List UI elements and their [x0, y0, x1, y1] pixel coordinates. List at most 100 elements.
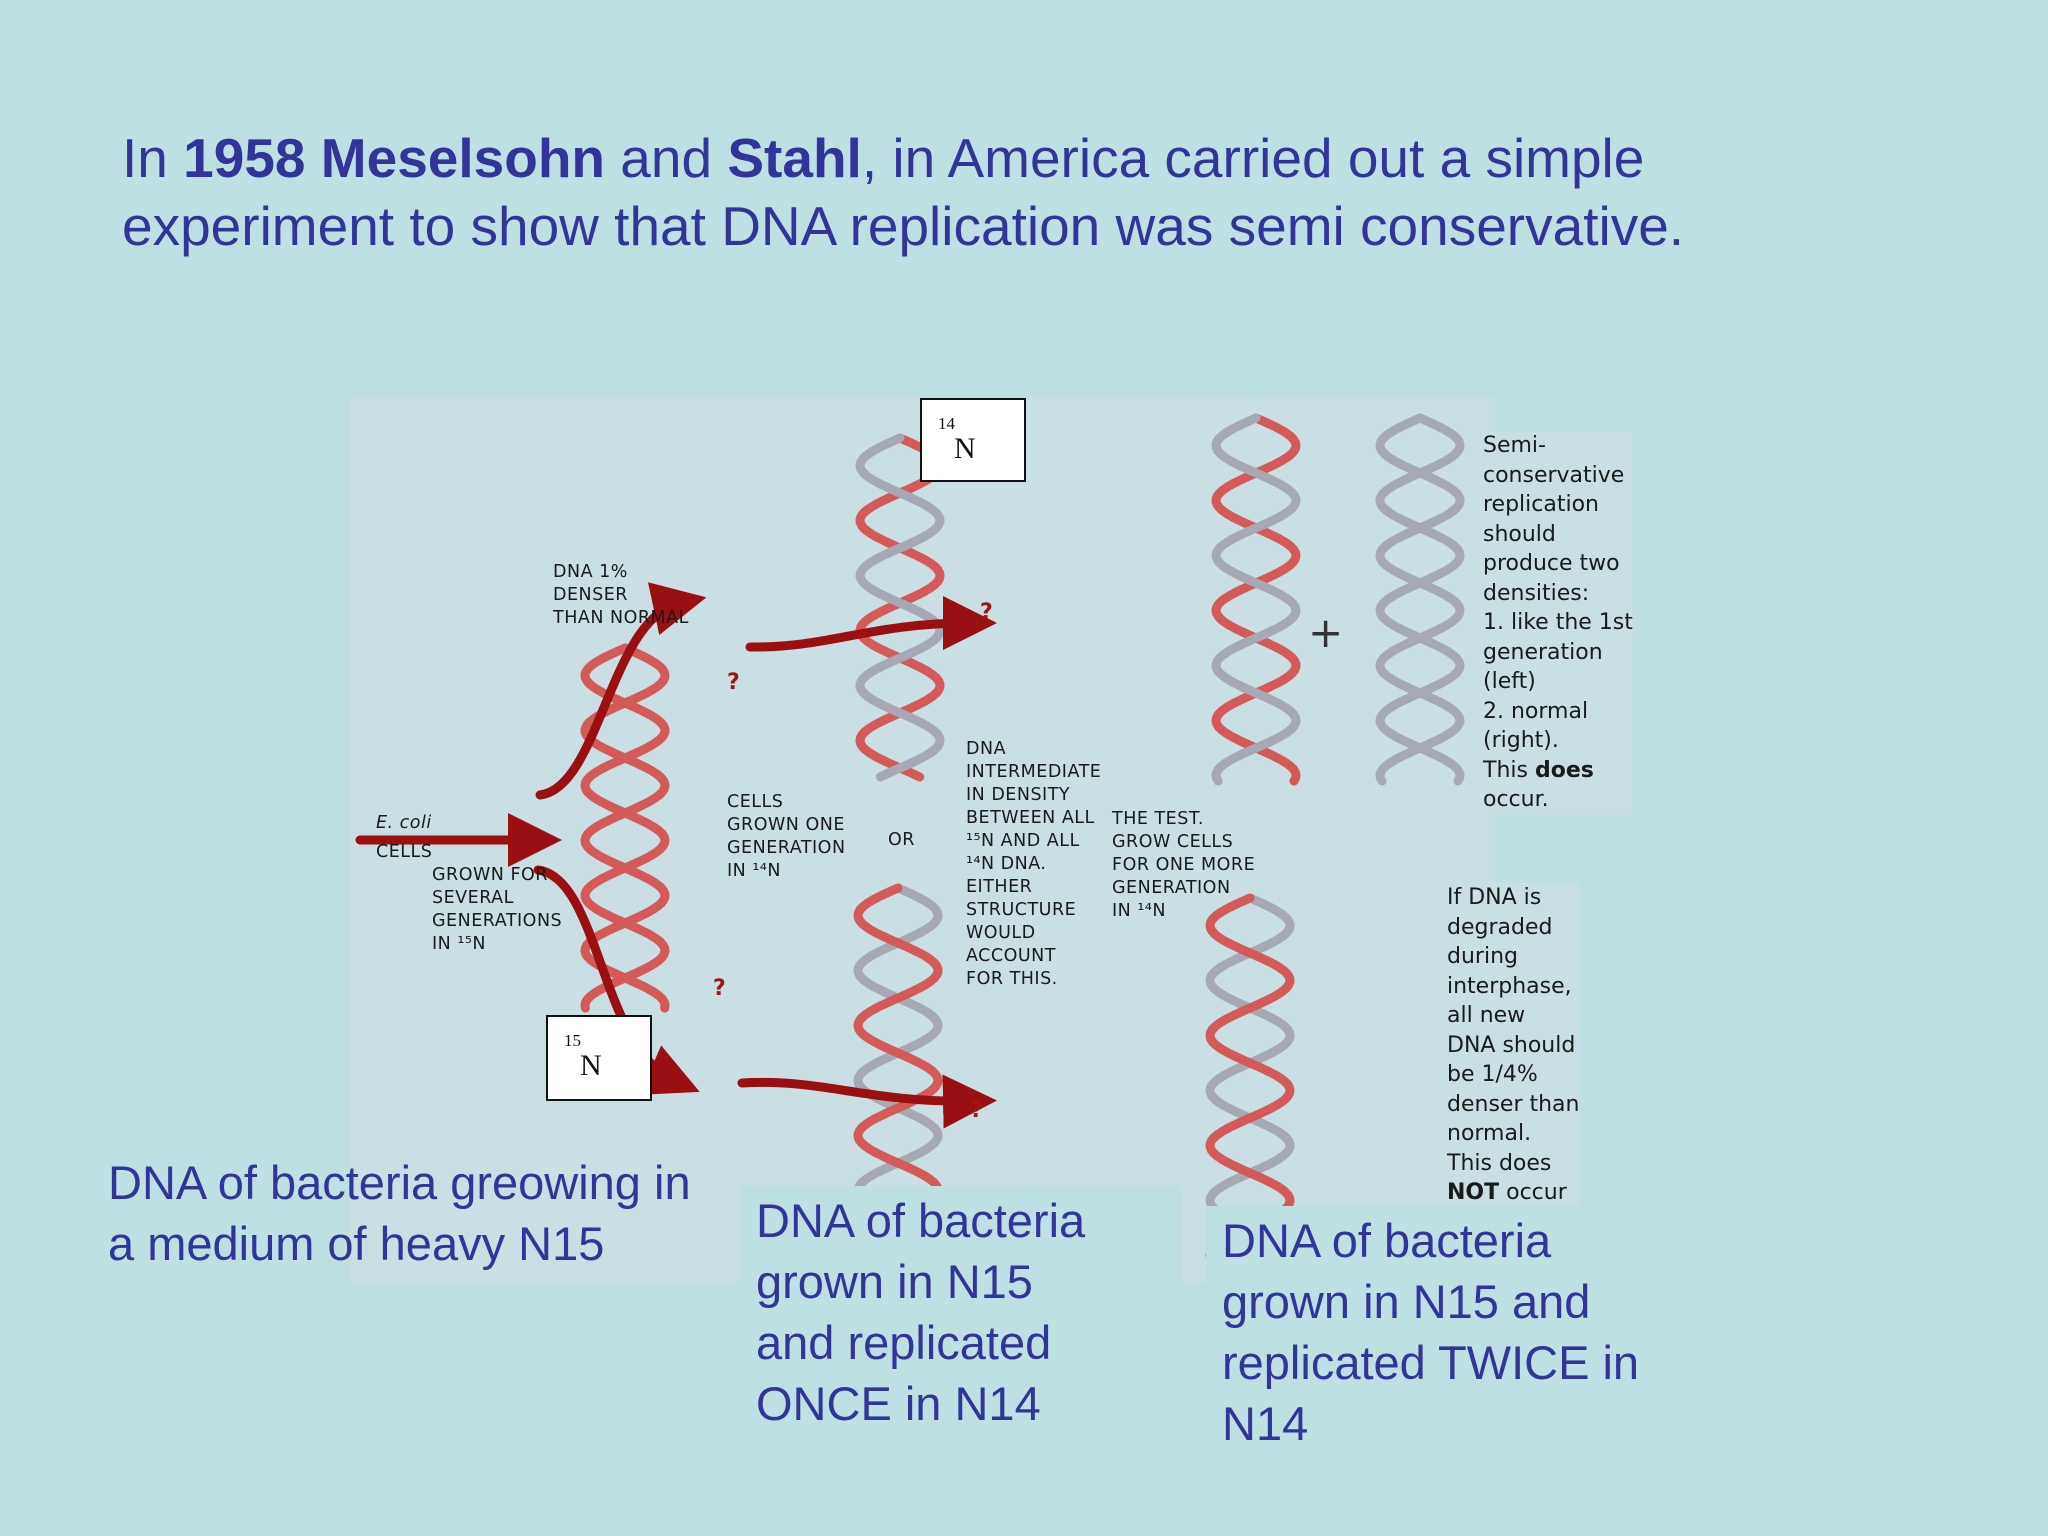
dna-helix-hybrid-lower: [853, 883, 943, 1193]
label-cells-one-line: CELLS: [727, 792, 784, 812]
caption-once-line: grown in N15: [756, 1255, 1033, 1308]
label-intermediate-line: BETWEEN ALL: [966, 808, 1095, 828]
dna-strand: [1211, 413, 1301, 786]
label-or: OR: [888, 830, 915, 850]
arrow-upper-branch: [535, 582, 707, 800]
note-semi-line: generation: [1483, 639, 1603, 665]
question-mark: ?: [727, 670, 740, 695]
note-degraded: If DNA is degraded during interphase, al…: [1447, 883, 1580, 1208]
note-degraded-line: all new: [1447, 1003, 1526, 1028]
arrow-lower-test: [737, 1074, 997, 1129]
arrows: [355, 582, 997, 1129]
title-year-names: 1958 Meselsohn: [183, 127, 606, 189]
dna-helix-gen2-light: [1375, 413, 1465, 786]
label-cells: CELLS: [376, 842, 433, 862]
dna-helix-gen2-hybrid: [1211, 413, 1301, 786]
dna-strand: [1375, 413, 1465, 786]
note-semi-line: 1. like the 1st: [1483, 610, 1633, 635]
dna-strand: [1211, 413, 1301, 786]
note-degraded-line: This does: [1447, 1150, 1552, 1176]
label-intermediate-line: IN DENSITY: [966, 785, 1071, 805]
label-intermediate-line: ¹⁵N AND ALL: [966, 831, 1080, 851]
note-semi-line: should: [1483, 521, 1556, 547]
dna-strand: [1375, 413, 1465, 786]
title-text-3: , in America carried out a simple experi…: [122, 127, 1685, 257]
note-semi-line: 2. normal: [1483, 698, 1589, 724]
note-semiconservative: Semi- conservative replication should pr…: [1483, 431, 1633, 815]
caption-heavy-n15: DNA of bacteria greowing in a medium of …: [108, 1152, 738, 1274]
label-intermediate-line: DNA: [966, 739, 1007, 759]
dna-strand: [855, 433, 945, 782]
caption-twice-line: DNA of bacteria: [1222, 1214, 1552, 1267]
note-degraded-line: degraded: [1447, 914, 1553, 940]
note-semi-line: replication: [1483, 492, 1600, 517]
label-grown-line: IN ¹⁵N: [432, 934, 486, 954]
note-degraded-line: during: [1447, 944, 1518, 969]
dna-strand: [580, 643, 670, 1013]
note-degraded-line: occur: [1499, 1180, 1567, 1205]
dna-strand: [853, 883, 943, 1193]
n14-sup: 14: [938, 414, 955, 433]
caption-twice-line: grown in N15 and: [1222, 1275, 1591, 1328]
dna-strand: [580, 643, 670, 1013]
caption-heavy-line: a medium of heavy N15: [108, 1217, 605, 1270]
caption-replicated-once: DNA of bacteria grown in N15 and replica…: [740, 1186, 1182, 1438]
label-grown-line: GENERATIONS: [432, 911, 563, 931]
label-cells-one-line: IN ¹⁴N: [727, 861, 781, 881]
label-test-line: GENERATION: [1112, 878, 1231, 898]
dna-strand: [853, 883, 943, 1193]
label-intermediate-line: FOR THIS.: [966, 969, 1058, 989]
label-denser-line: DNA 1%: [553, 562, 628, 582]
title-text-1: In: [122, 127, 184, 189]
dna-helix-parent: [580, 643, 670, 1013]
note-degraded-line: If DNA is: [1447, 885, 1542, 910]
label-grown-line: GROWN FOR: [432, 865, 548, 885]
diagram-graphics: [355, 413, 1465, 1281]
label-test-line: IN ¹⁴N: [1112, 901, 1166, 921]
label-intermediate-line: WOULD: [966, 923, 1036, 943]
note-semi-line: (right).: [1483, 728, 1559, 753]
title-text-2: and: [605, 127, 728, 189]
note-degraded-line: be 1/4%: [1447, 1062, 1538, 1087]
note-semi-line: densities:: [1483, 580, 1590, 606]
label-intermediate: DNA INTERMEDIATE IN DENSITY BETWEEN ALL …: [966, 738, 1101, 991]
caption-twice-line: N14: [1222, 1397, 1309, 1450]
plus-sign: +: [1308, 608, 1344, 657]
note-degraded-line: DNA should: [1447, 1032, 1576, 1058]
note-semi-line: conservative: [1483, 462, 1625, 488]
label-intermediate-line: ¹⁴N DNA.: [966, 854, 1047, 874]
n14-base: N: [954, 432, 976, 465]
slide-title: In 1958 Meselsohn and Stahl, in America …: [122, 124, 1822, 260]
label-test-line: FOR ONE MORE: [1112, 855, 1256, 875]
label-denser-line: DENSER: [553, 585, 628, 605]
caption-once-line: ONCE in N14: [756, 1377, 1041, 1430]
note-degraded-bold: NOT: [1447, 1180, 1500, 1205]
label-intermediate-line: ACCOUNT: [966, 946, 1056, 966]
note-semi-line: occur.: [1483, 787, 1549, 812]
question-mark: ?: [970, 1098, 983, 1123]
note-semi-bold: does: [1534, 757, 1594, 783]
label-cells-one: CELLS GROWN ONE GENERATION IN ¹⁴N: [727, 791, 846, 883]
note-degraded-line: denser than: [1447, 1091, 1580, 1117]
label-ecoli: E. coli: [376, 813, 432, 833]
note-semi-line: This: [1483, 757, 1535, 783]
label-cells-one-line: GROWN ONE: [727, 815, 845, 835]
question-mark: ?: [980, 600, 993, 625]
label-denser: DNA 1% DENSER THAN NORMAL: [553, 561, 689, 630]
label-intermediate-line: INTERMEDIATE: [966, 762, 1102, 782]
n15-base: N: [580, 1049, 602, 1082]
label-grown-line: SEVERAL: [432, 888, 514, 908]
title-name-stahl: Stahl: [727, 127, 862, 189]
dna-helices: [580, 413, 1465, 1281]
note-degraded-line: interphase,: [1447, 973, 1572, 999]
label-test: THE TEST. GROW CELLS FOR ONE MORE GENERA…: [1112, 808, 1255, 923]
dna-helix-hybrid-upper: [855, 433, 945, 782]
note-semi-line: produce two: [1483, 551, 1620, 576]
label-intermediate-line: EITHER: [966, 877, 1033, 897]
caption-twice-line: replicated TWICE in: [1222, 1336, 1640, 1389]
caption-replicated-twice: DNA of bacteria grown in N15 and replica…: [1206, 1206, 1758, 1458]
label-denser-line: THAN NORMAL: [553, 608, 689, 628]
